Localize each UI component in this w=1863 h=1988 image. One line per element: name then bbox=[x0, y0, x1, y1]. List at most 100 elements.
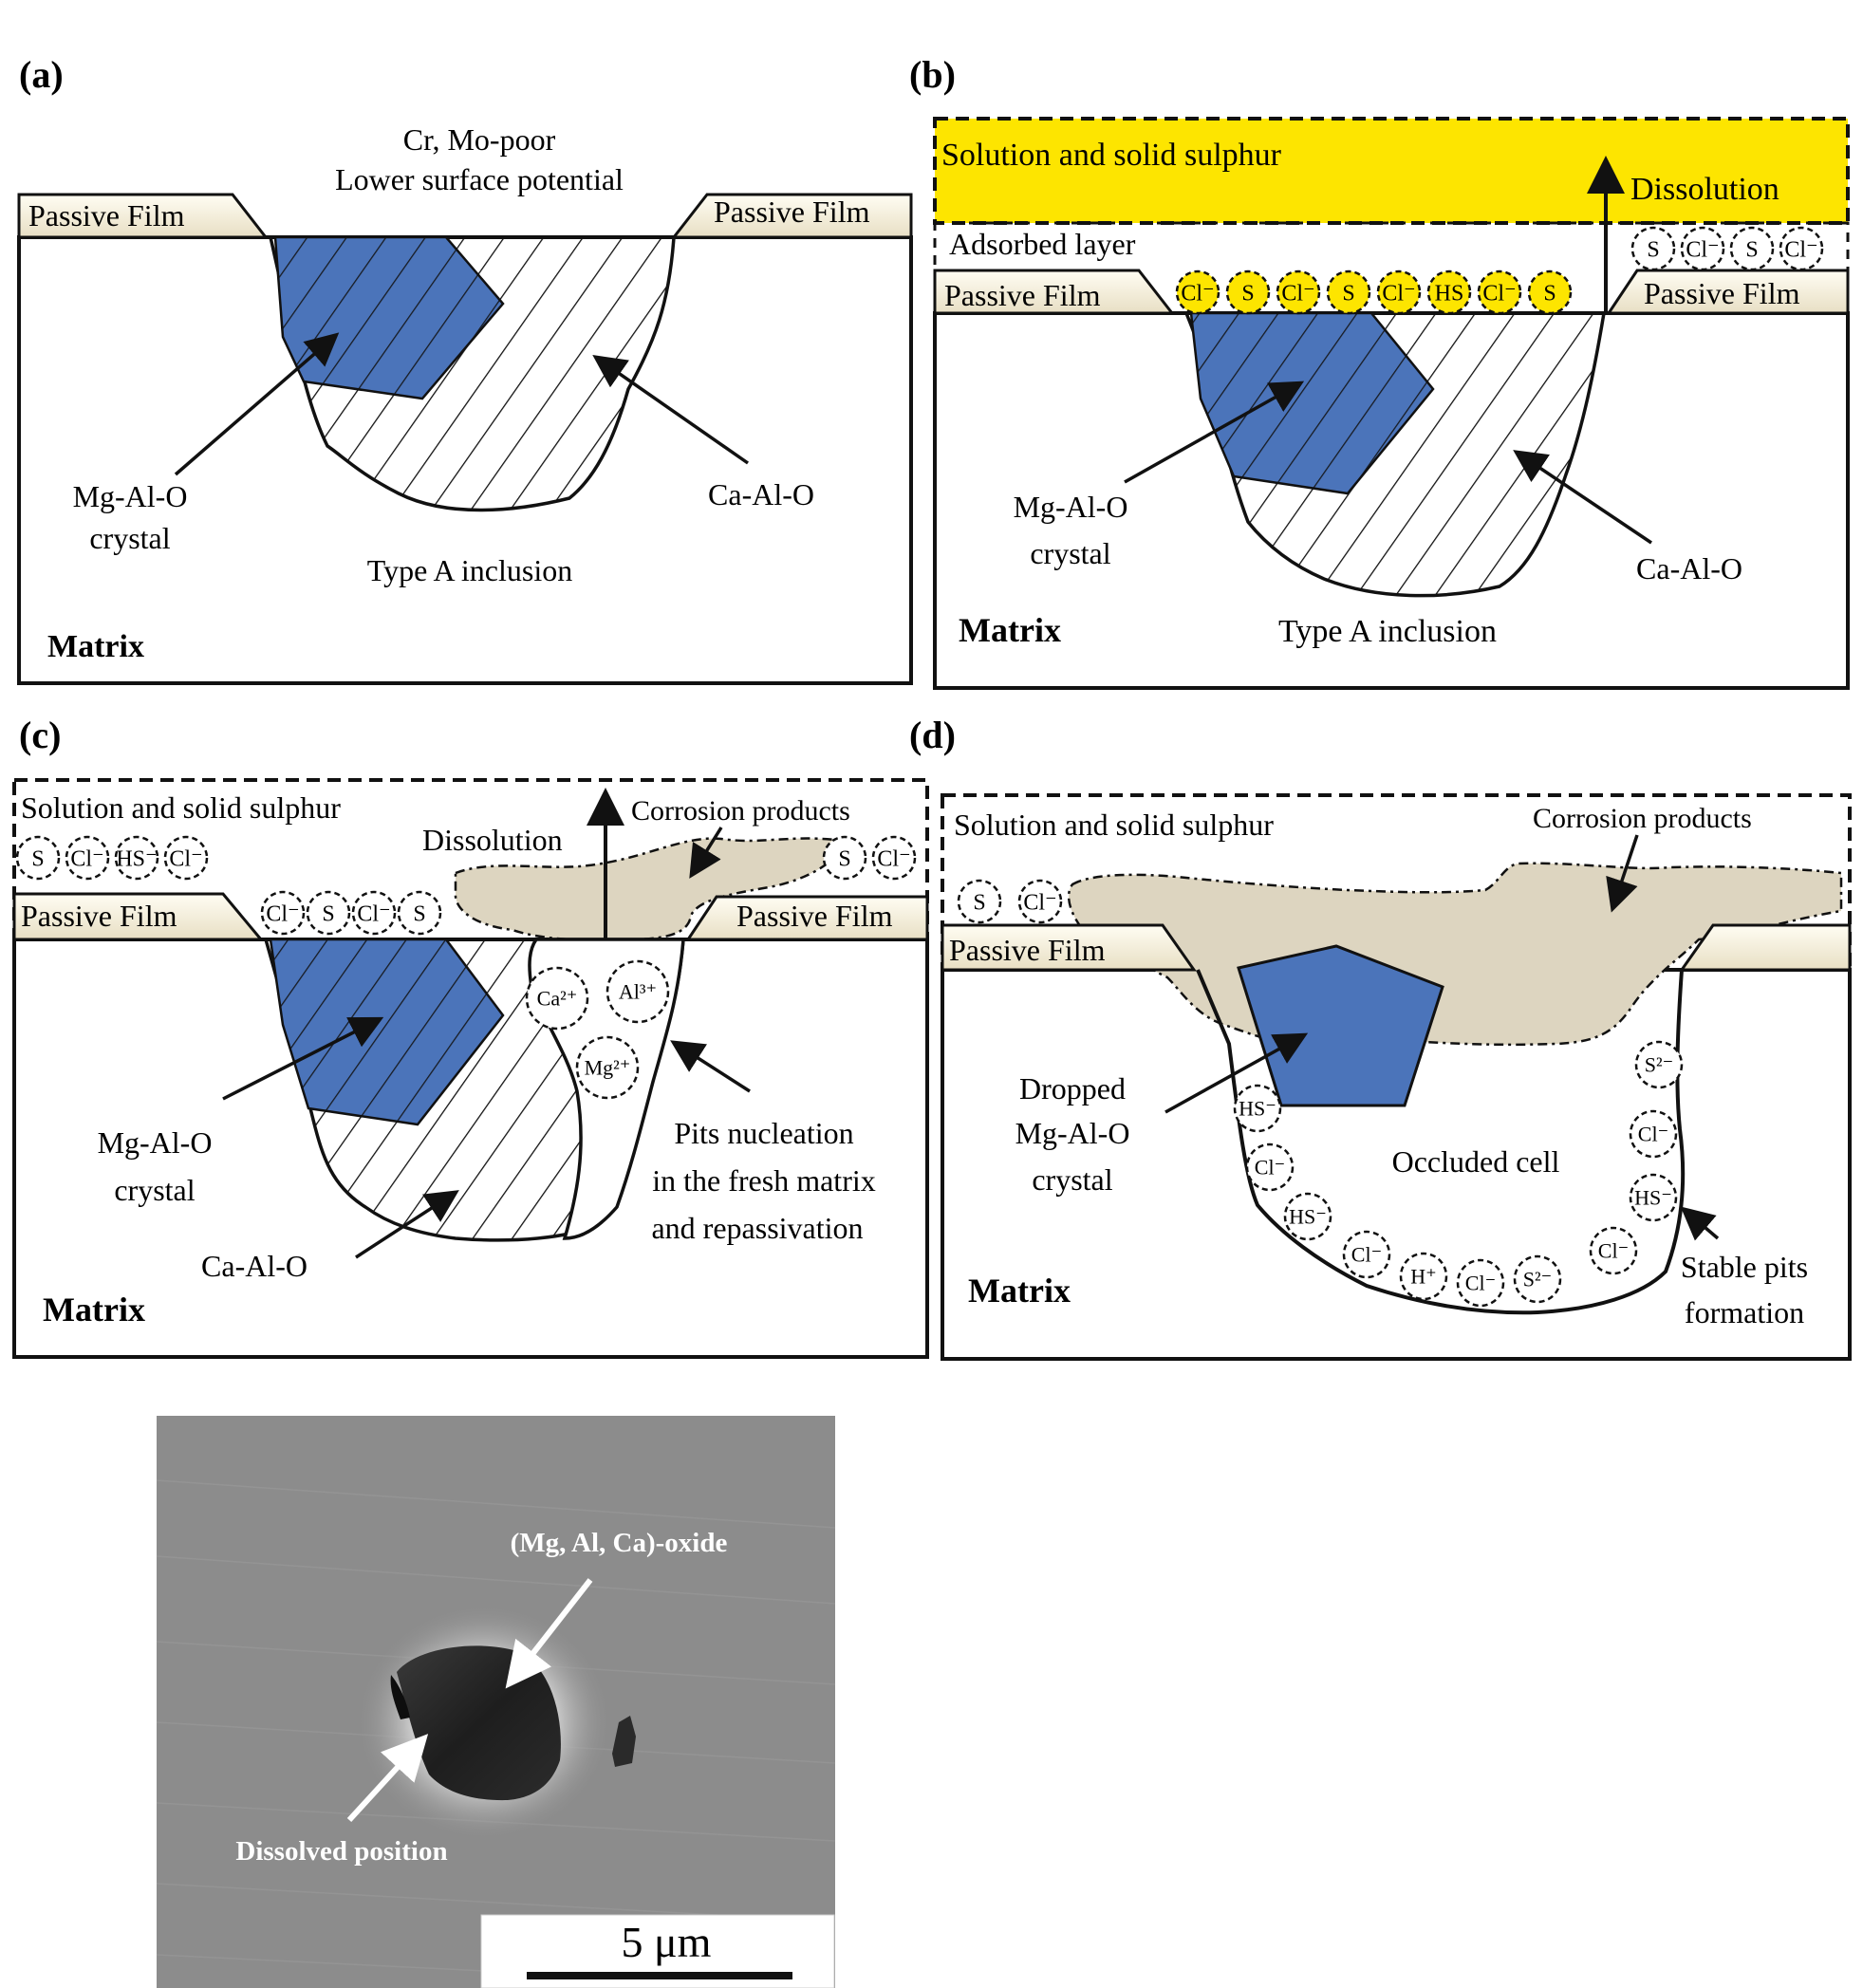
matrix-label: Matrix bbox=[47, 629, 144, 664]
caalo-arrow bbox=[592, 355, 749, 465]
corrosion-products bbox=[454, 837, 842, 941]
mgalo-label-2: crystal bbox=[1030, 536, 1110, 570]
ion-circle bbox=[351, 890, 397, 936]
ion-label: Cl⁻ bbox=[169, 846, 202, 871]
mgalo-arrow bbox=[222, 1016, 384, 1101]
corrosion-products-label: Corrosion products bbox=[631, 795, 850, 827]
ion-label: Cl⁻ bbox=[70, 846, 103, 871]
ion-circle bbox=[1225, 269, 1271, 315]
ion-label: Mg²⁺ bbox=[585, 1056, 631, 1080]
pits-label-2: in the fresh matrix bbox=[652, 1163, 875, 1198]
ion-circle bbox=[1399, 1252, 1448, 1301]
sem-micrograph: (Mg, Al, Ca)-oxide Dissolved position 5 … bbox=[156, 1416, 836, 1988]
ion-circle bbox=[1283, 1192, 1332, 1241]
ion-label: S bbox=[973, 890, 985, 915]
caalo-arrow bbox=[355, 1190, 459, 1259]
passive-film-right bbox=[1679, 923, 1852, 972]
caalo-label: Ca-Al-O bbox=[1636, 551, 1742, 585]
dissolution-label: Dissolution bbox=[422, 823, 563, 857]
mgalo-label-1: Mg-Al-O bbox=[1014, 490, 1128, 524]
ion-circle bbox=[957, 879, 1002, 924]
ion-circle bbox=[1456, 1258, 1505, 1308]
occluded-cell-label: Occluded cell bbox=[1392, 1144, 1560, 1179]
ion-label: Cl⁻ bbox=[1351, 1243, 1382, 1267]
ion-circle bbox=[871, 835, 917, 881]
oxide-label: (Mg, Al, Ca)-oxide bbox=[511, 1528, 728, 1558]
ion-circle bbox=[1376, 269, 1422, 315]
small-particle bbox=[612, 1716, 636, 1767]
ion-label: Ca²⁺ bbox=[537, 987, 578, 1011]
panel-a-tag: (a) bbox=[19, 53, 64, 96]
ion-label: S bbox=[1647, 237, 1659, 262]
pit-ion-ring: HS⁻Cl⁻HS⁻Cl⁻H⁺Cl⁻S²⁻Cl⁻HS⁻Cl⁻S²⁻ bbox=[1233, 1040, 1684, 1308]
mgalo-label-2: crystal bbox=[114, 1173, 195, 1207]
ion-circle bbox=[306, 890, 351, 936]
mgalo-label-1: Mg-Al-O bbox=[73, 479, 188, 513]
stable-pits-arrow bbox=[1680, 1206, 1720, 1241]
ion-label: Cl⁻ bbox=[1255, 1156, 1285, 1180]
mgalo-label-1: Mg-Al-O bbox=[98, 1125, 213, 1160]
ion-circle bbox=[163, 835, 209, 881]
ion-label: H⁺ bbox=[1410, 1265, 1437, 1289]
ion-label: Al³⁺ bbox=[619, 980, 657, 1004]
passive-film-right-label: Passive Film bbox=[714, 195, 870, 229]
passive-film-right-label: Passive Film bbox=[1644, 276, 1800, 310]
passive-film-right-label: Passive Film bbox=[736, 899, 893, 933]
adsorbed-layer-label: Adsorbed layer bbox=[949, 227, 1136, 261]
ion-label: Cl⁻ bbox=[1686, 237, 1719, 262]
ion-label: Cl⁻ bbox=[357, 901, 390, 926]
ion-circle bbox=[1175, 269, 1220, 315]
ion-label: HS⁻ bbox=[1289, 1205, 1327, 1229]
ion-circle bbox=[260, 890, 306, 936]
dissolved-label: Dissolved position bbox=[235, 1836, 447, 1867]
ion-circle bbox=[575, 1035, 640, 1100]
dropped-arrow bbox=[1164, 1032, 1309, 1114]
panel-b-tag: (b) bbox=[909, 53, 956, 96]
ion-circle bbox=[1779, 226, 1824, 271]
ion-circle bbox=[605, 959, 670, 1024]
passive-film-left bbox=[12, 892, 265, 941]
oxide-arrow bbox=[505, 1578, 593, 1689]
ion-label: S bbox=[1543, 281, 1556, 306]
ion-circle bbox=[822, 835, 867, 881]
dissolved-cavity bbox=[390, 1675, 410, 1719]
panel-d-tag: (d) bbox=[909, 714, 956, 756]
ion-label: S bbox=[31, 846, 44, 871]
passive-film-left-label: Passive Film bbox=[21, 899, 177, 933]
mgalo-arrow bbox=[174, 332, 340, 476]
ion-circle bbox=[1017, 879, 1063, 924]
dropped-label-1: Dropped bbox=[1019, 1071, 1126, 1105]
pits-label-1: Pits nucleation bbox=[674, 1116, 853, 1150]
passive-film-left bbox=[933, 269, 1176, 315]
ion-label: Cl⁻ bbox=[266, 901, 299, 926]
ion-label: S bbox=[838, 846, 850, 871]
ion-circle bbox=[1513, 1254, 1562, 1304]
stable-pits-label-1: Stable pits bbox=[1681, 1250, 1808, 1284]
scale-bar bbox=[527, 1972, 792, 1979]
ion-label: S bbox=[1342, 281, 1354, 306]
ion-label: Cl⁻ bbox=[1023, 890, 1056, 915]
ion-circle bbox=[1342, 1230, 1391, 1279]
ion-label: S²⁻ bbox=[1523, 1268, 1552, 1291]
ion-label: HS⁻ bbox=[1634, 1186, 1672, 1210]
ion-label: Cl⁻ bbox=[1482, 281, 1516, 306]
dissolution-label: Dissolution bbox=[1630, 172, 1779, 207]
ion-label: HS⁻ bbox=[1239, 1097, 1276, 1121]
stable-pits-label-2: formation bbox=[1685, 1295, 1804, 1329]
ion-label: Cl⁻ bbox=[1598, 1239, 1629, 1263]
ion-circle bbox=[65, 835, 110, 881]
corrosion-arrow bbox=[1606, 834, 1639, 913]
solution-ion-row: S Cl⁻ bbox=[957, 879, 1063, 924]
panel-c-tag: (c) bbox=[19, 714, 61, 756]
pits-label-3: and repassivation bbox=[651, 1211, 863, 1245]
scale-bar-label: 5 μm bbox=[622, 1918, 712, 1966]
ion-circle bbox=[114, 835, 159, 881]
dissolved-arrow bbox=[346, 1734, 429, 1823]
ion-circle bbox=[1326, 269, 1371, 315]
ion-circle bbox=[525, 966, 589, 1031]
panel-b: (b) Solution and solid sulphur Dissoluti… bbox=[909, 53, 1850, 690]
dropped-label-3: crystal bbox=[1032, 1162, 1112, 1197]
ion-label: S bbox=[1241, 281, 1254, 306]
